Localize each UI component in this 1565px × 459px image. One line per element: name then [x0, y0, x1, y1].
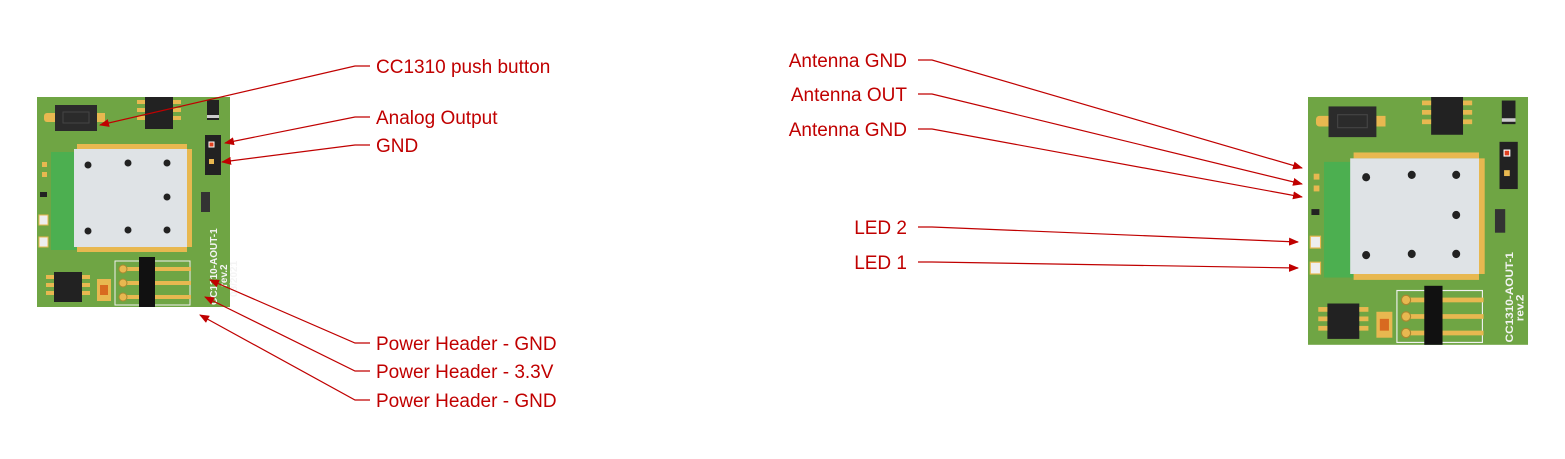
- pcb-board-top-right: CC1310-AOUT-1 rev.2: [1307, 96, 1529, 346]
- right-labels: Antenna GND Antenna OUT Antenna GND LED …: [789, 51, 908, 274]
- board-name-silkscreen: CC1310-AOUT-1: [209, 228, 220, 305]
- right-leaders: [918, 59, 1303, 272]
- label-analog-output: Analog Output: [376, 108, 498, 129]
- left-leaders: [99, 65, 370, 401]
- svg-text:CC1310-AOUT-1: CC1310-AOUT-1: [1503, 251, 1516, 342]
- label-gnd: GND: [376, 136, 418, 157]
- label-antenna-gnd-2: Antenna GND: [789, 120, 907, 141]
- svg-text:rev.2: rev.2: [1514, 295, 1527, 322]
- left-labels: CC1310 push button Analog Output GND Pow…: [376, 57, 557, 412]
- svg-text:08/2021: 08/2021: [229, 260, 240, 297]
- label-power-gnd-2: Power Header - GND: [376, 391, 557, 412]
- pcb-board-top-left: CC1310-AOUT-1 rev.2 08/2021: [36, 96, 240, 308]
- label-led-2: LED 2: [854, 218, 907, 239]
- label-antenna-gnd-1: Antenna GND: [789, 51, 907, 72]
- svg-text:rev.2: rev.2: [219, 264, 230, 287]
- label-power-3v3: Power Header - 3.3V: [376, 362, 554, 383]
- board-name-silkscreen: CC1310-AOUT-1: [1503, 251, 1516, 342]
- board-rev-silkscreen: rev.2: [1514, 295, 1527, 322]
- label-antenna-out: Antenna OUT: [791, 85, 908, 106]
- label-push-button: CC1310 push button: [376, 57, 550, 78]
- label-power-gnd-1: Power Header - GND: [376, 334, 557, 355]
- board-date-silkscreen: 08/2021: [229, 260, 240, 297]
- label-led-1: LED 1: [854, 253, 907, 274]
- board-rev-silkscreen: rev.2: [219, 264, 230, 287]
- svg-text:CC1310-AOUT-1: CC1310-AOUT-1: [209, 228, 220, 305]
